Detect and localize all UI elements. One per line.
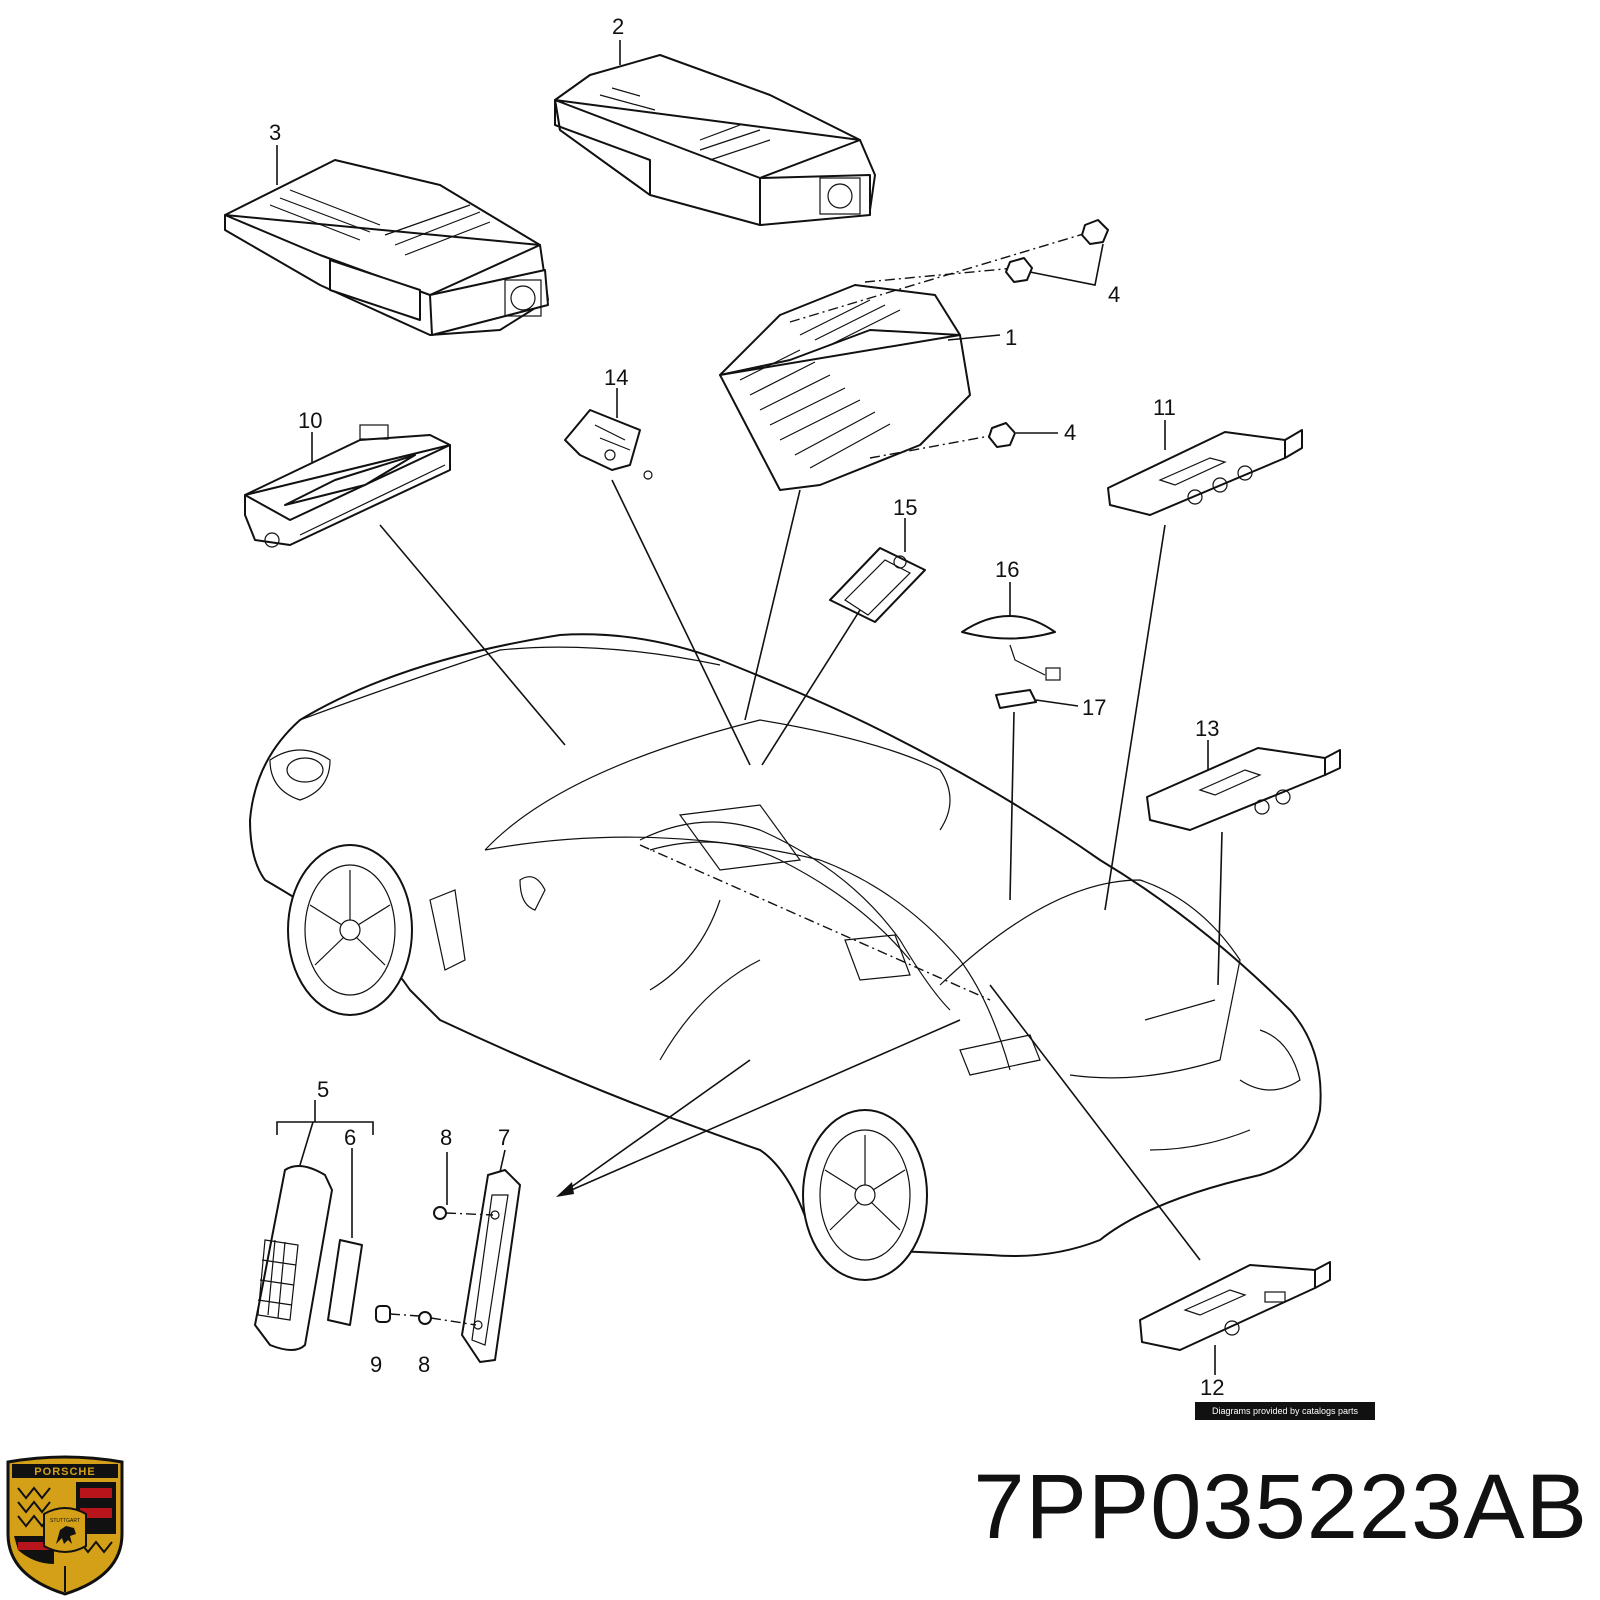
callouts: 2 3 4 1 14 10 4 11 15 16 17 13 5 6 8 7 9…: [269, 14, 1224, 1400]
part-2-amplifier: [554, 54, 876, 226]
wiring-harness: [639, 804, 1041, 1076]
part-12-module: [1139, 1261, 1331, 1351]
part-11-module: [1107, 429, 1303, 516]
rear-wheel: [802, 1109, 928, 1281]
callout-5: 5: [317, 1077, 329, 1102]
part-15-pad: [829, 547, 926, 623]
part-17-nut: [995, 689, 1037, 709]
part-16-antenna: [961, 615, 1061, 681]
part-5-handset: [254, 1100, 374, 1351]
credit-label: Diagrams provided by catalogs parts: [1195, 1402, 1375, 1420]
leader-lines: [276, 40, 1223, 1375]
part-1-amplifier: [719, 219, 1109, 491]
porsche-crest-logo: PORSCHE STUTTGART: [6, 1455, 124, 1596]
callout-4-lower: 4: [1064, 420, 1076, 445]
part-7-holder: [375, 1149, 521, 1363]
callout-10: 10: [298, 408, 322, 433]
callout-6: 6: [344, 1125, 356, 1150]
callout-14: 14: [604, 365, 628, 390]
callout-12: 12: [1200, 1375, 1224, 1400]
callout-16: 16: [995, 557, 1019, 582]
svg-text:STUTTGART: STUTTGART: [50, 1518, 80, 1524]
callout-2: 2: [612, 14, 624, 39]
callout-1: 1: [1005, 325, 1017, 350]
front-wheel: [287, 844, 413, 1016]
car-outline: [249, 633, 1322, 1257]
part-14-bracket: [564, 409, 653, 480]
part-number: 7PP035223AB: [973, 1456, 1588, 1558]
part-13-module: [1146, 747, 1341, 831]
part-3-amplifier: [224, 159, 549, 336]
callout-15: 15: [893, 495, 917, 520]
callout-7: 7: [498, 1125, 510, 1150]
callout-11: 11: [1153, 395, 1176, 420]
callout-4-upper: 4: [1108, 282, 1120, 307]
svg-text:PORSCHE: PORSCHE: [34, 1466, 95, 1478]
callout-17: 17: [1082, 695, 1106, 720]
callout-3: 3: [269, 120, 281, 145]
callout-8-upper: 8: [440, 1125, 452, 1150]
callout-9: 9: [370, 1352, 382, 1377]
callout-8-lower: 8: [418, 1352, 430, 1377]
callout-13: 13: [1195, 716, 1219, 741]
part-10-module: [244, 424, 451, 548]
